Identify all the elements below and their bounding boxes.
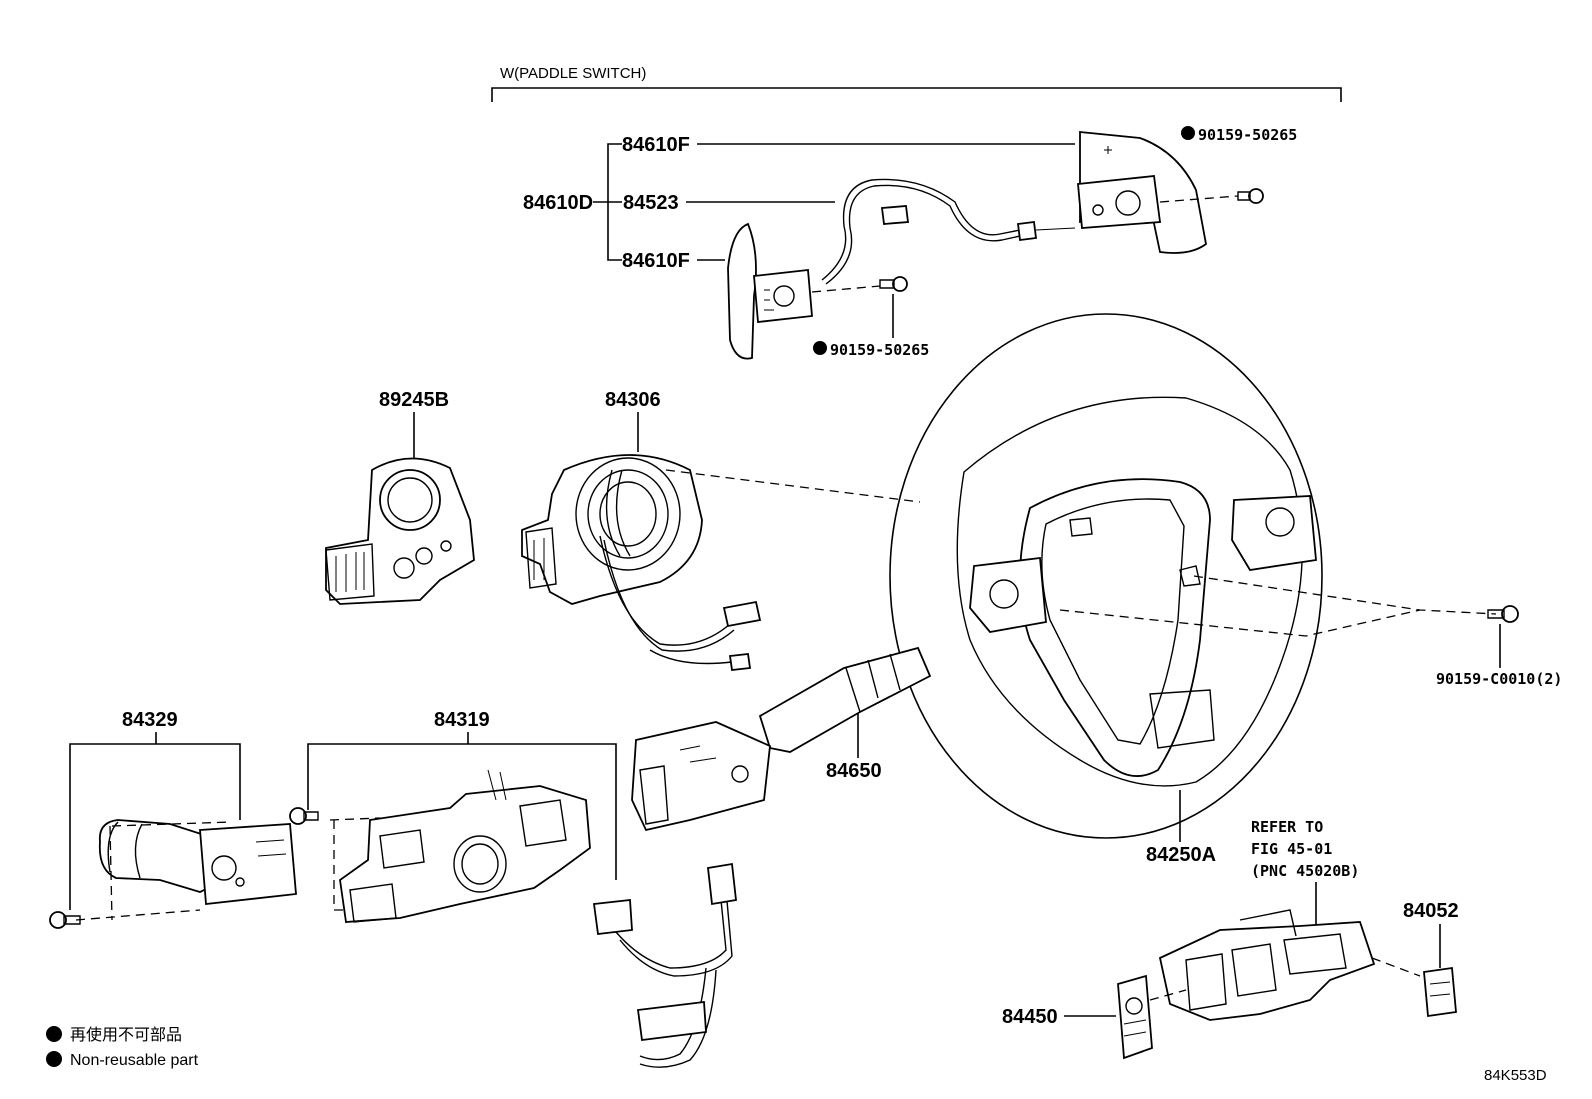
part-label-84610F-top: 84610F [622, 134, 690, 156]
part-label-89245B: 89245B [379, 389, 449, 411]
refer-line-3: (PNC 45020B) [1251, 862, 1359, 880]
wheel-screw-dash-upper [1193, 575, 1497, 615]
paddle-switch-harness-drawing [821, 178, 1076, 285]
non-reusable-marker-left [813, 341, 827, 355]
part-label-84319: 84319 [434, 709, 490, 731]
switch-84052-drawing [1423, 966, 1457, 1018]
steering-wheel-drawing [889, 313, 1323, 839]
wheel-screw-dash-lower [1059, 609, 1421, 637]
turn-signal-switch-drawing [98, 819, 297, 905]
part-label-90159-50265-right: 90159-50265 [1198, 126, 1297, 144]
turn-signal-screw-drawing [49, 911, 81, 929]
part-label-84329: 84329 [122, 709, 178, 731]
steering-angle-sensor-drawing [325, 457, 475, 605]
spiral-to-wheel-dash [665, 469, 921, 503]
legend-english: Non-reusable part [70, 1052, 199, 1069]
legend-marker-japanese [46, 1026, 62, 1042]
wheel-screw-drawing [1487, 605, 1519, 623]
part-label-84250A: 84250A [1146, 844, 1216, 866]
paddle-switch-right-drawing [1077, 131, 1264, 254]
combination-switch-harness-drawing [592, 862, 737, 1068]
legend-japanese: 再使用不可部品 [70, 1026, 182, 1044]
combo-switch-dash-left [333, 820, 346, 911]
turn-signal-dash-left [109, 825, 113, 921]
part-label-84610F-bottom: 84610F [622, 250, 690, 272]
non-reusable-marker-right [1181, 126, 1195, 140]
turn-signal-dash-lower [75, 909, 201, 921]
part-label-90159-50265-left: 90159-50265 [830, 341, 929, 359]
paddle-switch-group-bracket: W(PADDLE SWITCH) [491, 65, 1342, 102]
spiral-cable-drawing [521, 454, 762, 671]
wiper-switch-drawing [631, 646, 932, 832]
refer-line-2: FIG 45-01 [1251, 840, 1332, 858]
part-label-84052: 84052 [1403, 900, 1459, 922]
part-label-84523: 84523 [623, 192, 679, 214]
paddle-switch-group-label: W(PADDLE SWITCH) [500, 65, 646, 82]
combo-switch-dash-upper [329, 817, 381, 821]
combo-switch-screw-drawing [289, 807, 319, 825]
part-label-84306: 84306 [605, 389, 661, 411]
combination-switch-body-drawing [339, 769, 591, 923]
switch-84450-drawing [1117, 974, 1153, 1060]
legend-marker-english [46, 1051, 62, 1067]
part-label-90159-C0010: 90159-C0010(2) [1436, 670, 1562, 688]
part-label-84650: 84650 [826, 760, 882, 782]
paddle-switch-callouts: 84610F 84610D 84523 84610F 90159-50265 9… [523, 126, 1297, 359]
switch-84052-dash [1371, 957, 1421, 977]
refer-line-1: REFER TO [1251, 818, 1323, 836]
steering-column-drawing [1158, 909, 1376, 1021]
legend: 再使用不可部品 Non-reusable part [46, 1026, 199, 1069]
switch-84450-dash [1149, 989, 1187, 1001]
paddle-switch-left-drawing [727, 222, 908, 360]
part-label-84450: 84450 [1002, 1006, 1058, 1028]
figure-code: 84K553D [1484, 1067, 1547, 1084]
part-label-84610D: 84610D [523, 192, 593, 214]
turn-signal-dash-upper [111, 821, 233, 827]
